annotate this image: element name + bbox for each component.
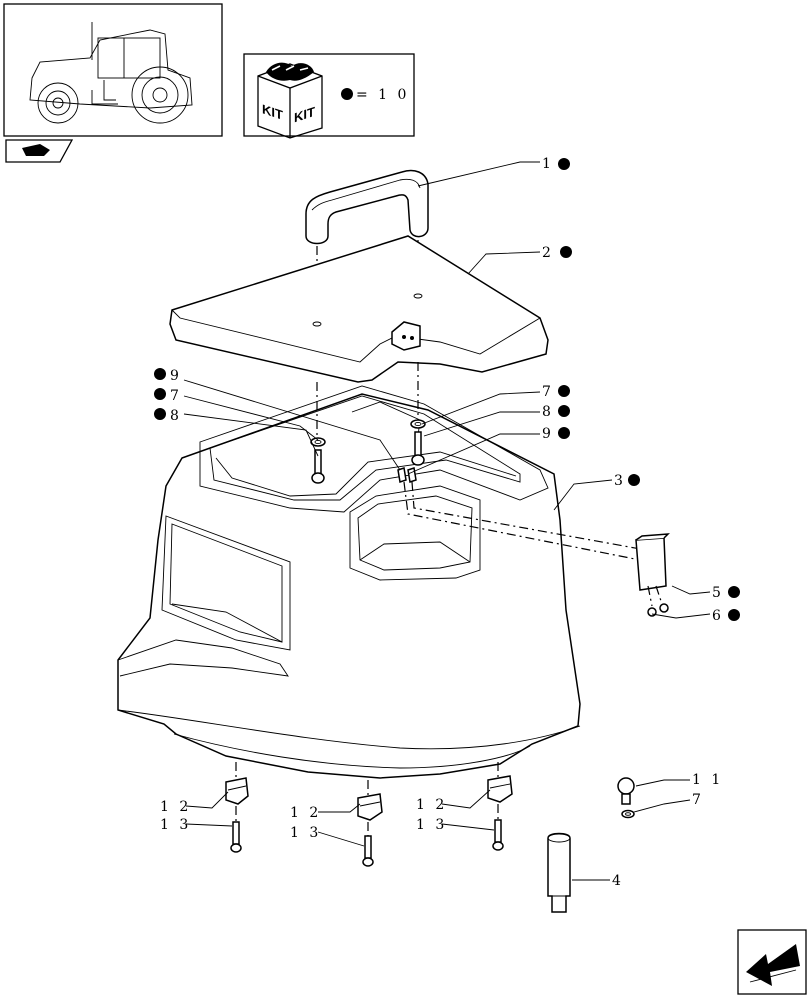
callout-13-left: 1 3 xyxy=(160,817,191,833)
kit-dot-2 xyxy=(560,246,572,258)
callout-2: 2 xyxy=(542,245,554,261)
kit-dot-7-top xyxy=(558,385,570,397)
callout-3: 3 xyxy=(614,473,626,489)
bolt-13-left[interactable] xyxy=(230,821,242,853)
part-11-ball-stud[interactable] xyxy=(617,777,635,805)
part-3-housing[interactable] xyxy=(117,385,581,779)
bolt-13-right[interactable] xyxy=(492,819,504,851)
washer-7-right[interactable] xyxy=(410,419,426,429)
kit-label-left: KIT xyxy=(262,101,283,122)
part-5-bracket[interactable] xyxy=(635,533,670,591)
callout-7-top: 7 xyxy=(542,384,554,400)
part-7-washer-lower[interactable] xyxy=(621,809,635,819)
tractor-thumbnail[interactable] xyxy=(3,3,223,163)
clip-12-mid[interactable] xyxy=(357,793,383,821)
callout-9-left: 9 xyxy=(170,368,182,384)
kit-label-right: KIT xyxy=(294,104,315,125)
kit-dot-9-left xyxy=(154,368,166,380)
part-1-handle[interactable] xyxy=(305,169,429,245)
callout-11: 1 1 xyxy=(692,772,723,788)
callout-6: 6 xyxy=(712,608,724,624)
callout-1: 1 xyxy=(542,156,554,172)
kit-box-icon xyxy=(257,62,323,139)
kit-dot-9-top xyxy=(558,427,570,439)
kit-bullet-icon xyxy=(341,88,353,100)
kit-legend: KIT KIT = 1 0 xyxy=(243,53,415,139)
kit-dot-7-left xyxy=(154,388,166,400)
next-page-button[interactable] xyxy=(737,929,807,995)
callout-13-mid: 1 3 xyxy=(290,825,321,841)
washer-7-left[interactable] xyxy=(310,437,326,447)
bolt-8-left[interactable] xyxy=(311,449,325,484)
part-4-spacer[interactable] xyxy=(547,832,571,913)
kit-dot-8-top xyxy=(558,405,570,417)
callout-8-top: 8 xyxy=(542,404,554,420)
callout-7-left: 7 xyxy=(170,388,182,404)
kit-dot-6 xyxy=(728,609,740,621)
callout-7-bottom: 7 xyxy=(692,792,704,808)
kit-dot-5 xyxy=(728,586,740,598)
clip-12-left[interactable] xyxy=(225,777,249,805)
callout-9-top: 9 xyxy=(542,426,554,442)
part-6-nuts[interactable] xyxy=(647,603,669,617)
callout-12-mid: 1 2 xyxy=(290,805,321,821)
callout-12-right: 1 2 xyxy=(416,797,447,813)
clip-12-right[interactable] xyxy=(487,775,513,803)
kit-dot-3 xyxy=(628,474,640,486)
bolt-8-right[interactable] xyxy=(411,431,425,466)
arrow-down-left-icon xyxy=(746,944,800,986)
leader-lines xyxy=(183,161,711,881)
callout-12-left: 1 2 xyxy=(160,799,191,815)
kit-legend-equation: = 1 0 xyxy=(356,87,409,103)
kit-dot-8-left xyxy=(154,408,166,420)
callout-4: 4 xyxy=(612,873,624,889)
kit-dot-1 xyxy=(558,158,570,170)
callout-8-left: 8 xyxy=(170,408,182,424)
callout-13-right: 1 3 xyxy=(416,817,447,833)
pin-9[interactable] xyxy=(397,467,417,483)
bolt-13-mid[interactable] xyxy=(362,835,374,867)
callout-5: 5 xyxy=(712,585,724,601)
part-2-lid[interactable] xyxy=(169,235,549,383)
callouts: 1 2 3 5 6 9 7 8 7 8 9 1 2 1 3 1 2 1 3 1 … xyxy=(154,156,740,889)
book-arrow-icon xyxy=(22,144,50,156)
